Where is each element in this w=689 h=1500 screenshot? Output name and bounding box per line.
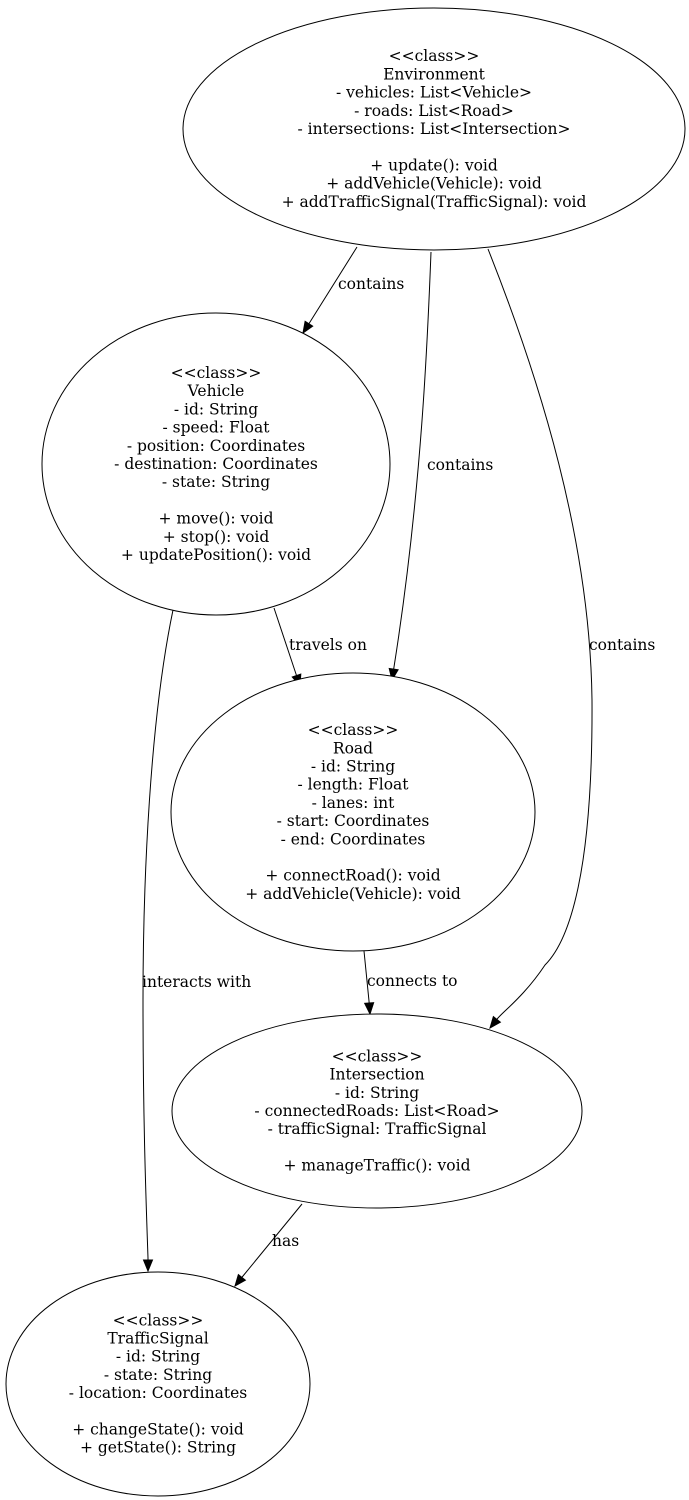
class-attribute: - roads: List<Road>: [354, 102, 514, 120]
arrowhead-icon: [142, 1259, 154, 1273]
edge-label: contains: [338, 275, 404, 293]
class-attribute: - lanes: int: [312, 794, 396, 812]
edge-label: travels on: [289, 636, 367, 654]
class-stereotype: <<class>>: [389, 47, 480, 65]
class-attribute: - vehicles: List<Vehicle>: [336, 84, 532, 102]
class-stereotype: <<class>>: [171, 364, 262, 382]
class-method: + stop(): void: [163, 528, 270, 546]
edge-road-intersection: connects to: [363, 950, 458, 1016]
class-attribute: - trafficSignal: TrafficSignal: [268, 1120, 487, 1138]
edge-env-intersection: contains: [487, 248, 655, 1030]
class-attribute: - destination: Coordinates: [114, 455, 318, 473]
class-ellipse: [171, 1013, 583, 1209]
class-attribute: - start: Coordinates: [277, 812, 430, 830]
class-attribute: - position: Coordinates: [127, 437, 305, 455]
class-attribute: - id: String: [174, 400, 258, 418]
edge-env-vehicle: contains: [302, 246, 404, 335]
class-ellipse: [5, 1271, 311, 1497]
class-attribute: - length: Float: [297, 776, 409, 794]
class-attribute: - location: Coordinates: [69, 1384, 247, 1402]
class-method: + addVehicle(Vehicle): void: [326, 175, 542, 193]
class-attribute: - end: Coordinates: [281, 830, 426, 848]
class-attribute: - id: String: [116, 1348, 200, 1366]
class-method: + update(): void: [370, 156, 498, 174]
class-attribute: - state: String: [162, 473, 270, 491]
class-node-intersection: <<class>>Intersection- id: String- conne…: [171, 1013, 583, 1209]
edge-line: [487, 248, 593, 1029]
edge-label: has: [272, 1232, 299, 1250]
edge-label: contains: [427, 456, 493, 474]
edge-line: [391, 251, 432, 681]
class-attribute: - speed: Float: [163, 419, 271, 437]
class-attribute: - connectedRoads: List<Road>: [254, 1102, 499, 1120]
class-ellipse: [170, 672, 536, 952]
class-attribute: - id: String: [311, 758, 395, 776]
arrowhead-icon: [234, 1273, 247, 1288]
class-node-trafficsignal: <<class>>TrafficSignal- id: String- stat…: [5, 1271, 311, 1497]
edge-label: contains: [589, 636, 655, 654]
edge-label: connects to: [367, 972, 458, 990]
class-node-road: <<class>>Road- id: String- length: Float…: [170, 672, 536, 952]
class-attribute: - state: String: [104, 1366, 212, 1384]
edge-label: interacts with: [142, 973, 251, 991]
class-method: + move(): void: [158, 510, 273, 528]
class-node-environment: <<class>>Environment- vehicles: List<Veh…: [182, 7, 686, 251]
class-name: Intersection: [329, 1066, 424, 1084]
edge-line: [142, 609, 174, 1271]
arrowhead-icon: [489, 1015, 502, 1030]
arrowhead-icon: [363, 1002, 375, 1016]
class-ellipse: [41, 312, 391, 616]
class-method: + addVehicle(Vehicle): void: [245, 885, 461, 903]
class-name: Road: [333, 739, 373, 757]
class-name: Vehicle: [187, 382, 245, 400]
class-name: Environment: [383, 65, 486, 83]
edge-vehicle-trafficsignal: interacts with: [142, 609, 251, 1273]
edge-intersection-trafficsignal: has: [234, 1203, 303, 1288]
edges-layer: contains contains contains travels on intera…: [142, 246, 655, 1288]
class-name: TrafficSignal: [107, 1330, 208, 1348]
class-stereotype: <<class>>: [332, 1047, 423, 1065]
class-method: + changeState(): void: [72, 1421, 244, 1439]
class-attribute: - id: String: [335, 1084, 419, 1102]
class-stereotype: <<class>>: [113, 1311, 204, 1329]
class-node-vehicle: <<class>>Vehicle- id: String- speed: Flo…: [41, 312, 391, 616]
class-method: + updatePosition(): void: [121, 546, 311, 564]
arrowhead-icon: [302, 320, 314, 335]
class-method: + addTrafficSignal(TrafficSignal): void: [282, 193, 587, 211]
class-ellipse: [182, 7, 686, 251]
class-method: + manageTraffic(): void: [283, 1157, 470, 1175]
class-method: + getState(): String: [80, 1439, 236, 1457]
class-stereotype: <<class>>: [308, 721, 399, 739]
class-attribute: - intersections: List<Intersection>: [298, 120, 571, 138]
nodes-layer: <<class>>Environment- vehicles: List<Veh…: [5, 7, 686, 1497]
class-method: + connectRoad(): void: [265, 867, 440, 885]
edge-env-road: contains: [388, 251, 493, 682]
